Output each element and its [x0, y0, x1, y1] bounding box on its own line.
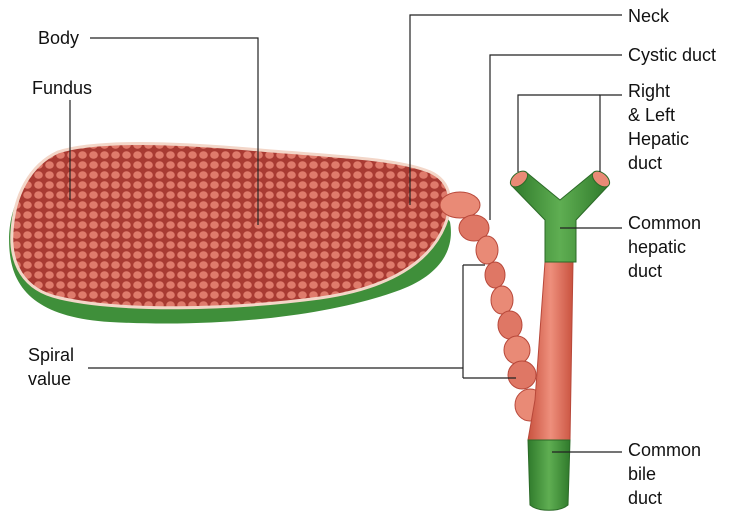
label-fundus: Fundus	[32, 76, 92, 100]
label-common-bile-duct: Common bile duct	[628, 438, 701, 510]
spiral-valve-segments	[440, 192, 545, 421]
label-spiral-valve: Spiral value	[28, 343, 74, 391]
label-right-left-hepatic-duct: Right & Left Hepatic duct	[628, 79, 689, 175]
label-common-hepatic-duct: Common hepatic duct	[628, 211, 701, 283]
label-neck: Neck	[628, 4, 669, 28]
common-duct-salmon	[528, 262, 573, 440]
common-bile-duct-green	[528, 440, 570, 510]
label-body: Body	[38, 26, 79, 50]
label-cystic-duct: Cystic duct	[628, 43, 716, 67]
hepatic-ducts-green	[507, 168, 612, 262]
